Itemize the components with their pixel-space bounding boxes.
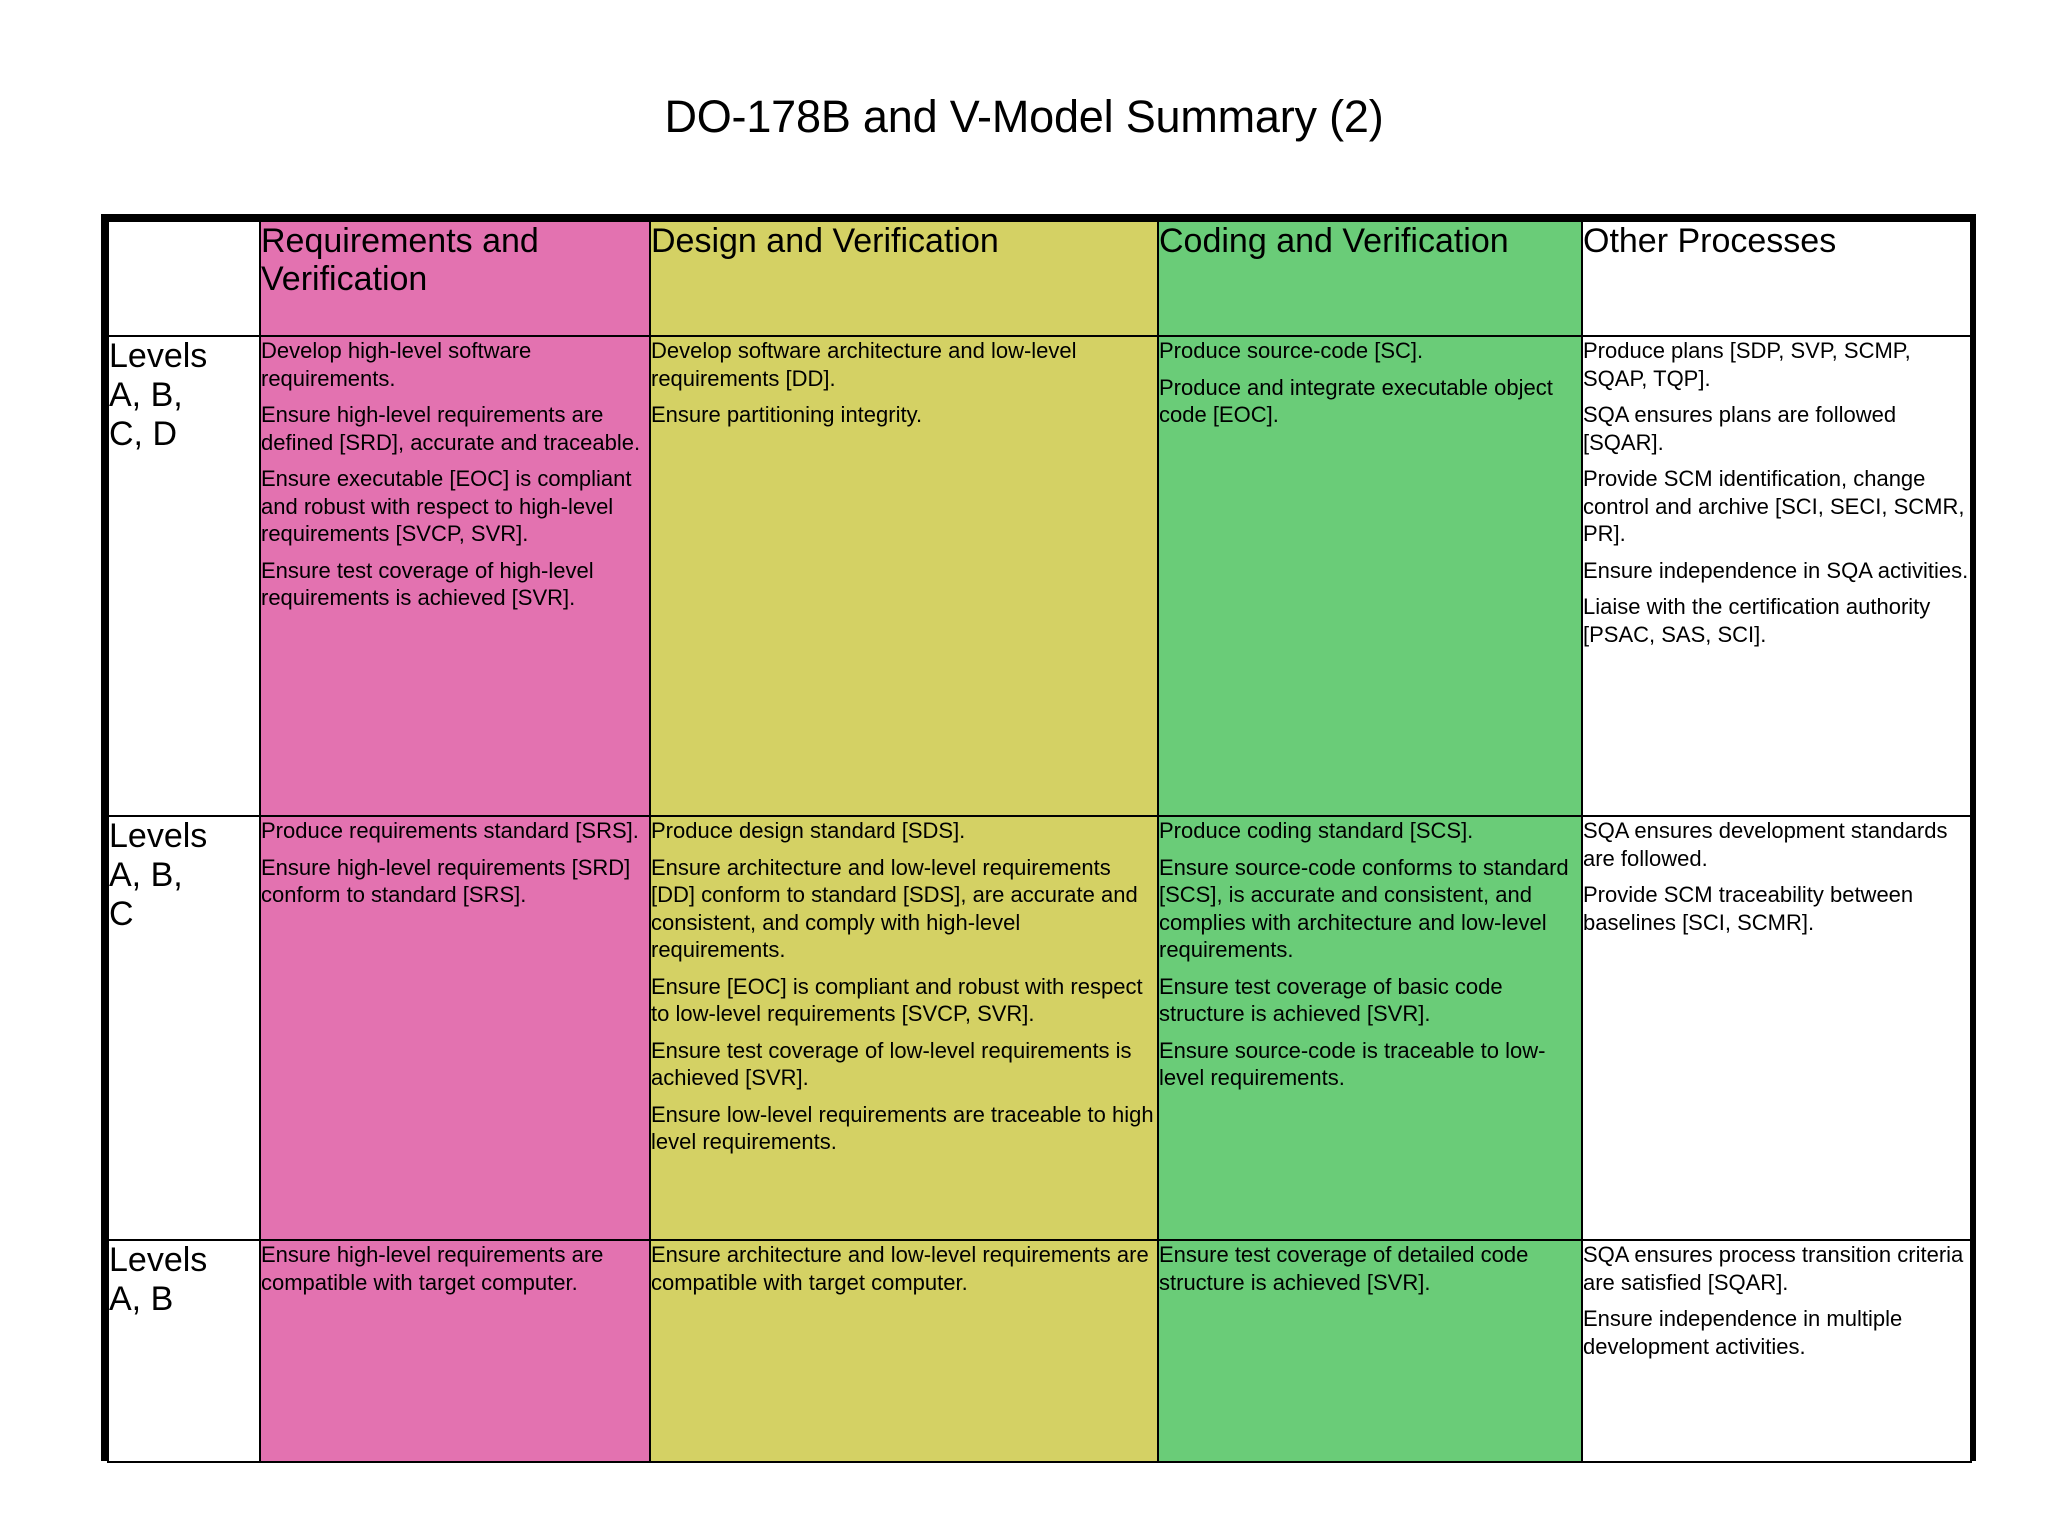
cell-design-levels-abc: Produce design standard [SDS]. Ensure arc… xyxy=(649,815,1159,1241)
cell-other-levels-abc: SQA ensures development standards are fo… xyxy=(1581,815,1972,1241)
column-header-coding: Coding and Verification xyxy=(1157,220,1583,337)
cell-paragraph: Produce requirements standard [SRS]. xyxy=(261,818,639,843)
cell-paragraph: SQA ensures process transition criteria … xyxy=(1583,1242,1964,1295)
row-label-line: Levels xyxy=(109,817,208,855)
cell-paragraph: Ensure high-level requirements are defin… xyxy=(261,402,641,455)
cell-paragraph: Ensure test coverage of detailed code st… xyxy=(1159,1242,1529,1295)
cell-paragraph: Ensure [EOC] is compliant and robust wit… xyxy=(651,973,1143,1027)
cell-design-levels-ab: Ensure architecture and low-level requir… xyxy=(649,1239,1159,1463)
row-label-line: Levels xyxy=(109,1241,208,1279)
cell-requirements-levels-abcd: Develop high-level software requirements… xyxy=(259,335,651,817)
cell-paragraph: Ensure partitioning integrity. xyxy=(651,402,923,427)
cell-paragraph: Ensure independence in SQA activities. xyxy=(1583,557,1969,583)
cell-paragraph: Produce plans [SDP, SVP, SCMP, SQAP, TQP… xyxy=(1583,338,1911,391)
cell-paragraph: Ensure high-level requirements are compa… xyxy=(261,1242,604,1295)
cell-paragraph: Ensure low-level requirements are tracea… xyxy=(651,1101,1154,1155)
row-label-line: Levels xyxy=(109,337,208,375)
column-header-other: Other Processes xyxy=(1581,220,1972,337)
cell-paragraph: Ensure independence in multiple developm… xyxy=(1583,1306,1903,1359)
summary-table-container: Requirements and Verification Design and… xyxy=(101,214,1976,1463)
cell-paragraph: Produce source-code [SC]. xyxy=(1159,338,1424,363)
cell-paragraph: Ensure test coverage of basic code struc… xyxy=(1159,973,1503,1027)
cell-other-levels-abcd: Produce plans [SDP, SVP, SCMP, SQAP, TQP… xyxy=(1581,335,1972,817)
cell-coding-levels-abc: Produce coding standard [SCS]. Ensure sou… xyxy=(1157,815,1583,1241)
column-header-design: Design and Verification xyxy=(649,220,1159,337)
cell-paragraph: Provide SCM traceability between baselin… xyxy=(1583,882,1914,935)
table-header-row: Requirements and Verification Design and… xyxy=(107,220,1972,337)
do178b-summary-table: Requirements and Verification Design and… xyxy=(107,220,1972,1463)
row-label-line: A, B xyxy=(109,1279,174,1318)
column-header-requirements: Requirements and Verification xyxy=(259,220,651,337)
cell-paragraph: Produce design standard [SDS]. xyxy=(651,818,966,843)
header-corner-cell xyxy=(107,220,261,337)
cell-paragraph: Produce and integrate executable object … xyxy=(1159,374,1553,428)
cell-requirements-levels-abc: Produce requirements standard [SRS]. Ensu… xyxy=(259,815,651,1241)
cell-paragraph: Produce coding standard [SCS]. xyxy=(1159,818,1474,843)
page-title: DO-178B and V-Model Summary (2) xyxy=(664,91,1384,142)
cell-paragraph: Develop high-level software requirements… xyxy=(261,338,532,391)
row-label-line: A, B, xyxy=(109,375,183,414)
cell-paragraph: Provide SCM identification, change contr… xyxy=(1583,466,1965,546)
cell-paragraph: Ensure test coverage of low-level requir… xyxy=(651,1037,1132,1091)
cell-coding-levels-abcd: Produce source-code [SC]. Produce and int… xyxy=(1157,335,1583,817)
cell-paragraph: Liaise with the certification authority … xyxy=(1583,594,1931,647)
row-label-line: A, B, xyxy=(109,855,183,894)
cell-paragraph: Ensure test coverage of high-level requi… xyxy=(261,557,594,611)
cell-paragraph: SQA ensures development standards are fo… xyxy=(1583,818,1948,871)
cell-requirements-levels-ab: Ensure high-level requirements are compa… xyxy=(259,1239,651,1463)
cell-paragraph: SQA ensures plans are followed [SQAR]. xyxy=(1583,402,1897,455)
cell-coding-levels-ab: Ensure test coverage of detailed code st… xyxy=(1157,1239,1583,1463)
cell-paragraph: Ensure source-code is traceable to low-l… xyxy=(1159,1037,1546,1091)
row-label-line: C, D xyxy=(109,414,177,453)
cell-paragraph: Ensure architecture and low-level requir… xyxy=(651,1242,1149,1295)
cell-paragraph: Ensure source-code conforms to standard … xyxy=(1159,854,1569,963)
cell-paragraph: Ensure architecture and low-level requir… xyxy=(651,854,1138,963)
row-label-line: C xyxy=(109,894,134,933)
cell-paragraph: Ensure high-level requirements [SRD] con… xyxy=(261,854,631,908)
cell-paragraph: Ensure executable [EOC] is compliant and… xyxy=(261,466,632,546)
cell-paragraph: Develop software architecture and low-le… xyxy=(651,338,1077,391)
cell-design-levels-abcd: Develop software architecture and low-le… xyxy=(649,335,1159,817)
cell-other-levels-ab: SQA ensures process transition criteria … xyxy=(1581,1239,1972,1463)
